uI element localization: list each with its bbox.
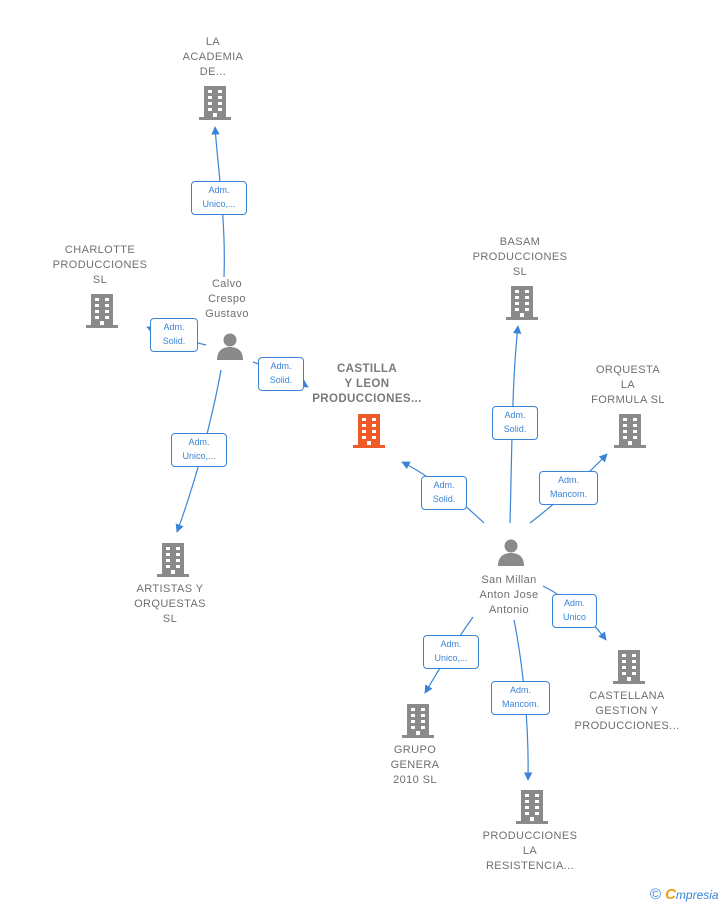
building-icon[interactable] — [614, 414, 646, 448]
person-icon[interactable] — [216, 332, 244, 360]
node-label-calvo[interactable]: Calvo Crespo Gustavo — [205, 278, 249, 320]
edge-label-san-resistencia[interactable]: Adm. Mancom. — [491, 681, 550, 715]
building-icon[interactable] — [199, 86, 231, 120]
building-icon[interactable] — [157, 543, 189, 577]
node-label-grupo[interactable]: GRUPO GENERA 2010 SL — [390, 744, 440, 786]
edge-label-san-basam[interactable]: Adm. Solid. — [492, 406, 538, 440]
edge-label-calvo-castilla[interactable]: Adm. Solid. — [258, 357, 304, 391]
building-icon[interactable] — [402, 704, 434, 738]
node-label-castilla[interactable]: CASTILLA Y LEON PRODUCCIONES... — [312, 363, 422, 405]
node-label-charlotte[interactable]: CHARLOTTE PRODUCCIONES SL — [52, 244, 148, 286]
node-label-orquesta[interactable]: ORQUESTA LA FORMULA SL — [591, 364, 665, 406]
node-label-artistas[interactable]: ARTISTAS Y ORQUESTAS SL — [134, 583, 206, 625]
node-label-san-millan[interactable]: San Millan Anton Jose Antonio — [479, 574, 539, 616]
brand-logo: Cmpresia — [665, 885, 719, 903]
edge-label-san-orquesta[interactable]: Adm. Mancom. — [539, 471, 598, 505]
building-icon[interactable] — [613, 650, 645, 684]
node-label-castellana[interactable]: CASTELLANA GESTION Y PRODUCCIONES... — [574, 690, 680, 732]
edge-label-san-grupo[interactable]: Adm. Unico,... — [423, 635, 479, 669]
building-icon[interactable] — [353, 414, 385, 448]
edge-label-calvo-academia[interactable]: Adm. Unico,... — [191, 181, 247, 215]
building-icon[interactable] — [506, 286, 538, 320]
node-label-resistencia[interactable]: PRODUCCIONES LA RESISTENCIA... — [482, 830, 578, 872]
edge-label-calvo-charlotte[interactable]: Adm. Solid. — [150, 318, 198, 352]
edge-label-san-castilla[interactable]: Adm. Solid. — [421, 476, 467, 510]
person-icon[interactable] — [497, 538, 525, 566]
edge-label-calvo-artistas[interactable]: Adm. Unico,... — [171, 433, 227, 467]
building-icon[interactable] — [516, 790, 548, 824]
node-label-basam[interactable]: BASAM PRODUCCIONES SL — [472, 236, 568, 278]
edge-label-san-castellana[interactable]: Adm. Unico — [552, 594, 597, 628]
copyright-symbol: © — [650, 885, 662, 903]
building-icon[interactable] — [86, 294, 118, 328]
node-label-la-academia[interactable]: LA ACADEMIA DE... — [182, 36, 244, 78]
brand-footer: © Cmpresia — [650, 884, 719, 904]
